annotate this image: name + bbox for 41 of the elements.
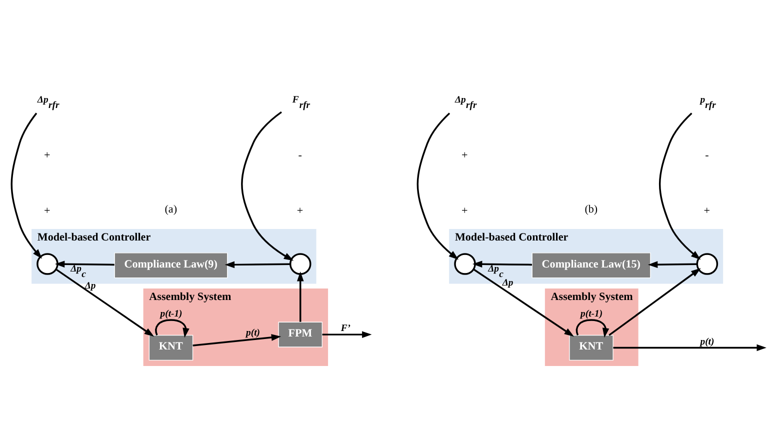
- node-circle: [696, 253, 718, 275]
- label: +: [44, 150, 50, 162]
- label: -: [705, 150, 709, 162]
- arrow: [241, 111, 294, 261]
- label: +: [462, 150, 468, 162]
- label: (a): [164, 204, 178, 216]
- node-circle: [454, 253, 476, 275]
- arrow: [155, 319, 190, 338]
- arrow: [192, 334, 282, 346]
- arrow: [658, 112, 701, 260]
- arrow: [613, 344, 766, 352]
- arrow: [54, 260, 114, 268]
- edge-label: p(t): [246, 327, 260, 338]
- edge-label: p(t-1): [160, 308, 182, 320]
- node-box: Compliance Law(15): [532, 252, 651, 278]
- label: +: [44, 205, 50, 218]
- edge-label: p(t-1): [580, 308, 603, 320]
- arrow: [648, 261, 697, 268]
- label: +: [704, 205, 710, 218]
- arrow: [322, 331, 372, 338]
- label: (b): [584, 204, 598, 216]
- node-box: KNT: [569, 334, 614, 360]
- arrow: [56, 268, 154, 337]
- edge-label: F’: [340, 323, 351, 334]
- label: +: [462, 205, 468, 218]
- arrow: [416, 112, 459, 260]
- node-box: FPM: [278, 322, 323, 348]
- node-box: KNT: [148, 334, 194, 360]
- label: -: [298, 150, 302, 162]
- node-circle: [36, 253, 58, 275]
- arrow: [576, 319, 610, 338]
- arrow: [296, 272, 304, 322]
- arrow: [472, 260, 532, 268]
- label: +: [296, 205, 304, 218]
- arrow: [608, 268, 701, 336]
- node-box: Compliance Law(9): [114, 252, 228, 278]
- arrow: [10, 112, 42, 259]
- arrow: [224, 261, 290, 268]
- edge-label: p(t): [700, 336, 714, 348]
- node-circle: [289, 253, 312, 275]
- arrow: [473, 268, 574, 337]
